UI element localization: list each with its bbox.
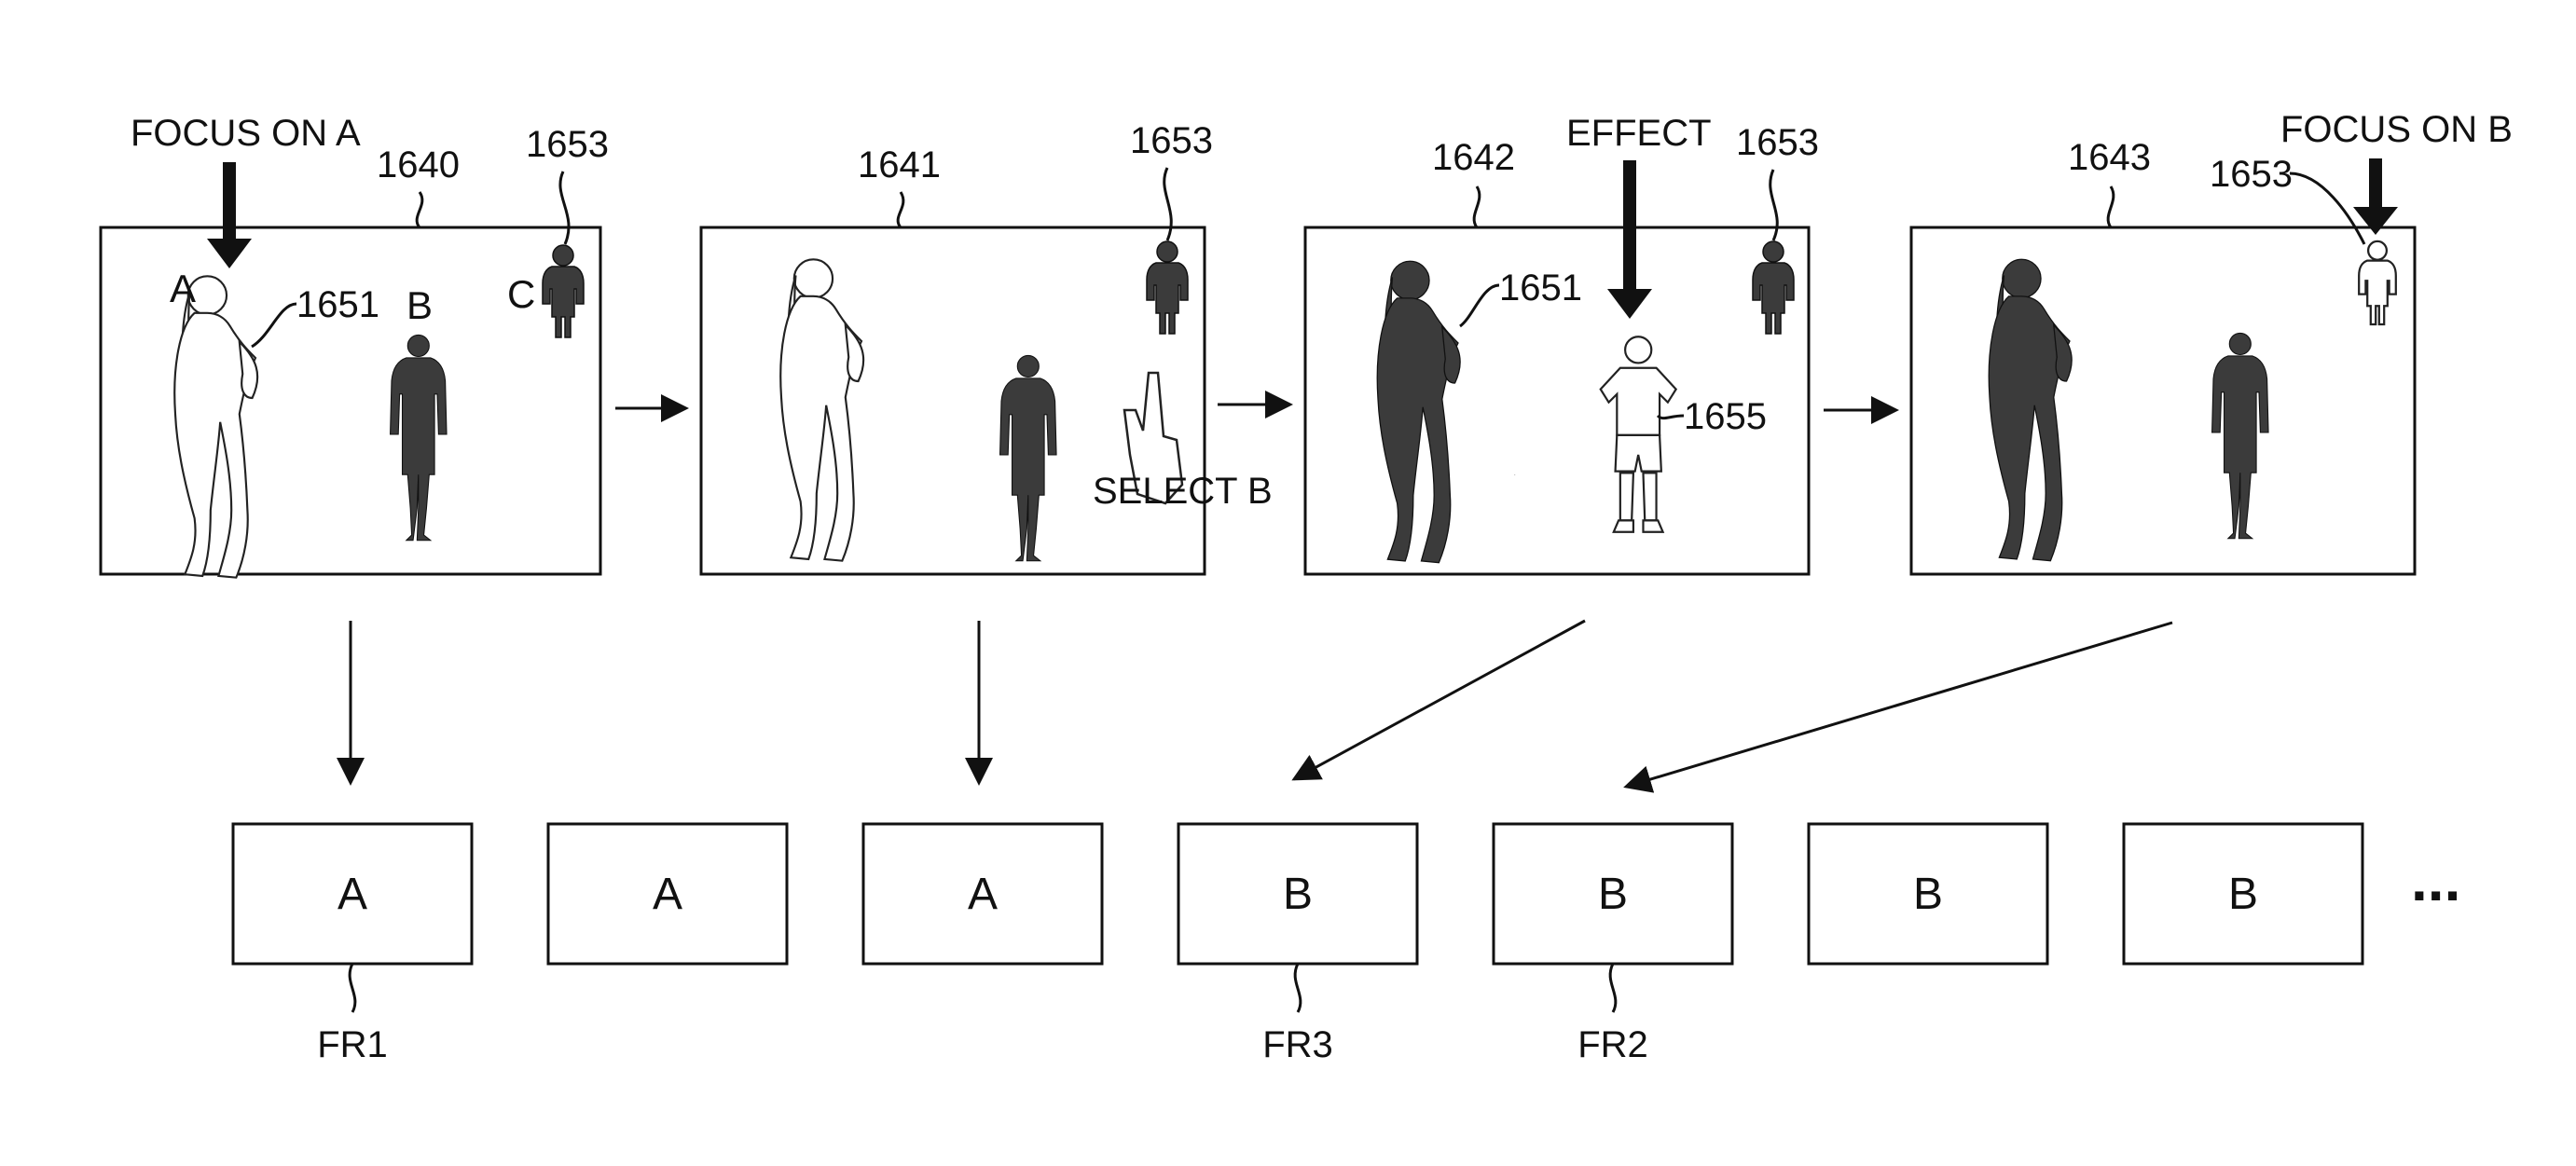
frame-caption: FR2 [1577,1024,1648,1065]
caption-leader [350,964,355,1012]
caption-leader [1610,964,1616,1012]
frame-caption: FR3 [1262,1024,1333,1065]
select-b-label: SELECT B [1093,471,1273,512]
arrow-down-1643 [1626,623,2172,787]
person-ref: 1651 [1499,267,1582,309]
icon-ref: 1653 [1736,122,1819,163]
screen-ref: 1643 [2068,137,2151,178]
letter-c: C [507,272,535,316]
player-ref: 1655 [1684,396,1767,437]
frame-letter: B [1283,870,1313,919]
leader-line [898,192,903,227]
frame-2: A [548,824,787,964]
frame-caption: FR1 [317,1024,388,1065]
frame-1: A FR1 [233,824,472,1065]
letter-a: A [170,267,196,310]
frame-4: B FR3 [1178,824,1417,1065]
frame-letter: B [1913,870,1943,919]
person-ref: 1651 [296,284,379,325]
letter-b: B [406,283,433,327]
screen-1642: 1651 1655 1642 1653 EFFECT [1305,113,1819,574]
icon-ref: 1653 [1130,120,1213,161]
icon-ref: 1653 [2210,154,2293,195]
screen-ref: 1642 [1432,137,1515,178]
leader-line [2108,186,2114,227]
frame-7: B [2124,824,2362,964]
screen-1640: A B C 1651 1640 1653 FOCUS ON A [101,113,609,578]
screen-1641: SELECT B 1641 1653 [701,120,1273,574]
screen-1643: 1643 1653 FOCUS ON B [1911,109,2513,574]
frame-letter: A [653,870,682,919]
ellipsis: ... [2411,846,2460,913]
frame-letter: B [1598,870,1628,919]
screen-frame [701,227,1205,574]
screen-ref: 1640 [377,144,460,185]
frame-letter: A [968,870,998,919]
frame-6: B [1809,824,2047,964]
leader-line [1474,186,1480,227]
frame-5: B FR2 [1494,824,1732,1065]
caption-leader [1295,964,1301,1012]
icon-ref: 1653 [526,124,609,165]
frame-3: A [863,824,1102,964]
screen-frame [1911,227,2415,574]
frame-letter: A [337,870,367,919]
leader-line [417,192,422,227]
focus-on-b-label: FOCUS ON B [2280,109,2513,150]
effect-label: EFFECT [1566,113,1712,154]
screen-ref: 1641 [858,144,941,185]
arrow-down-1642 [1294,621,1585,779]
frame-letter: B [2228,870,2258,919]
focus-on-a-label: FOCUS ON A [131,113,361,154]
frames-row: A FR1 A A B FR3 B FR2 B B [233,824,2362,1065]
